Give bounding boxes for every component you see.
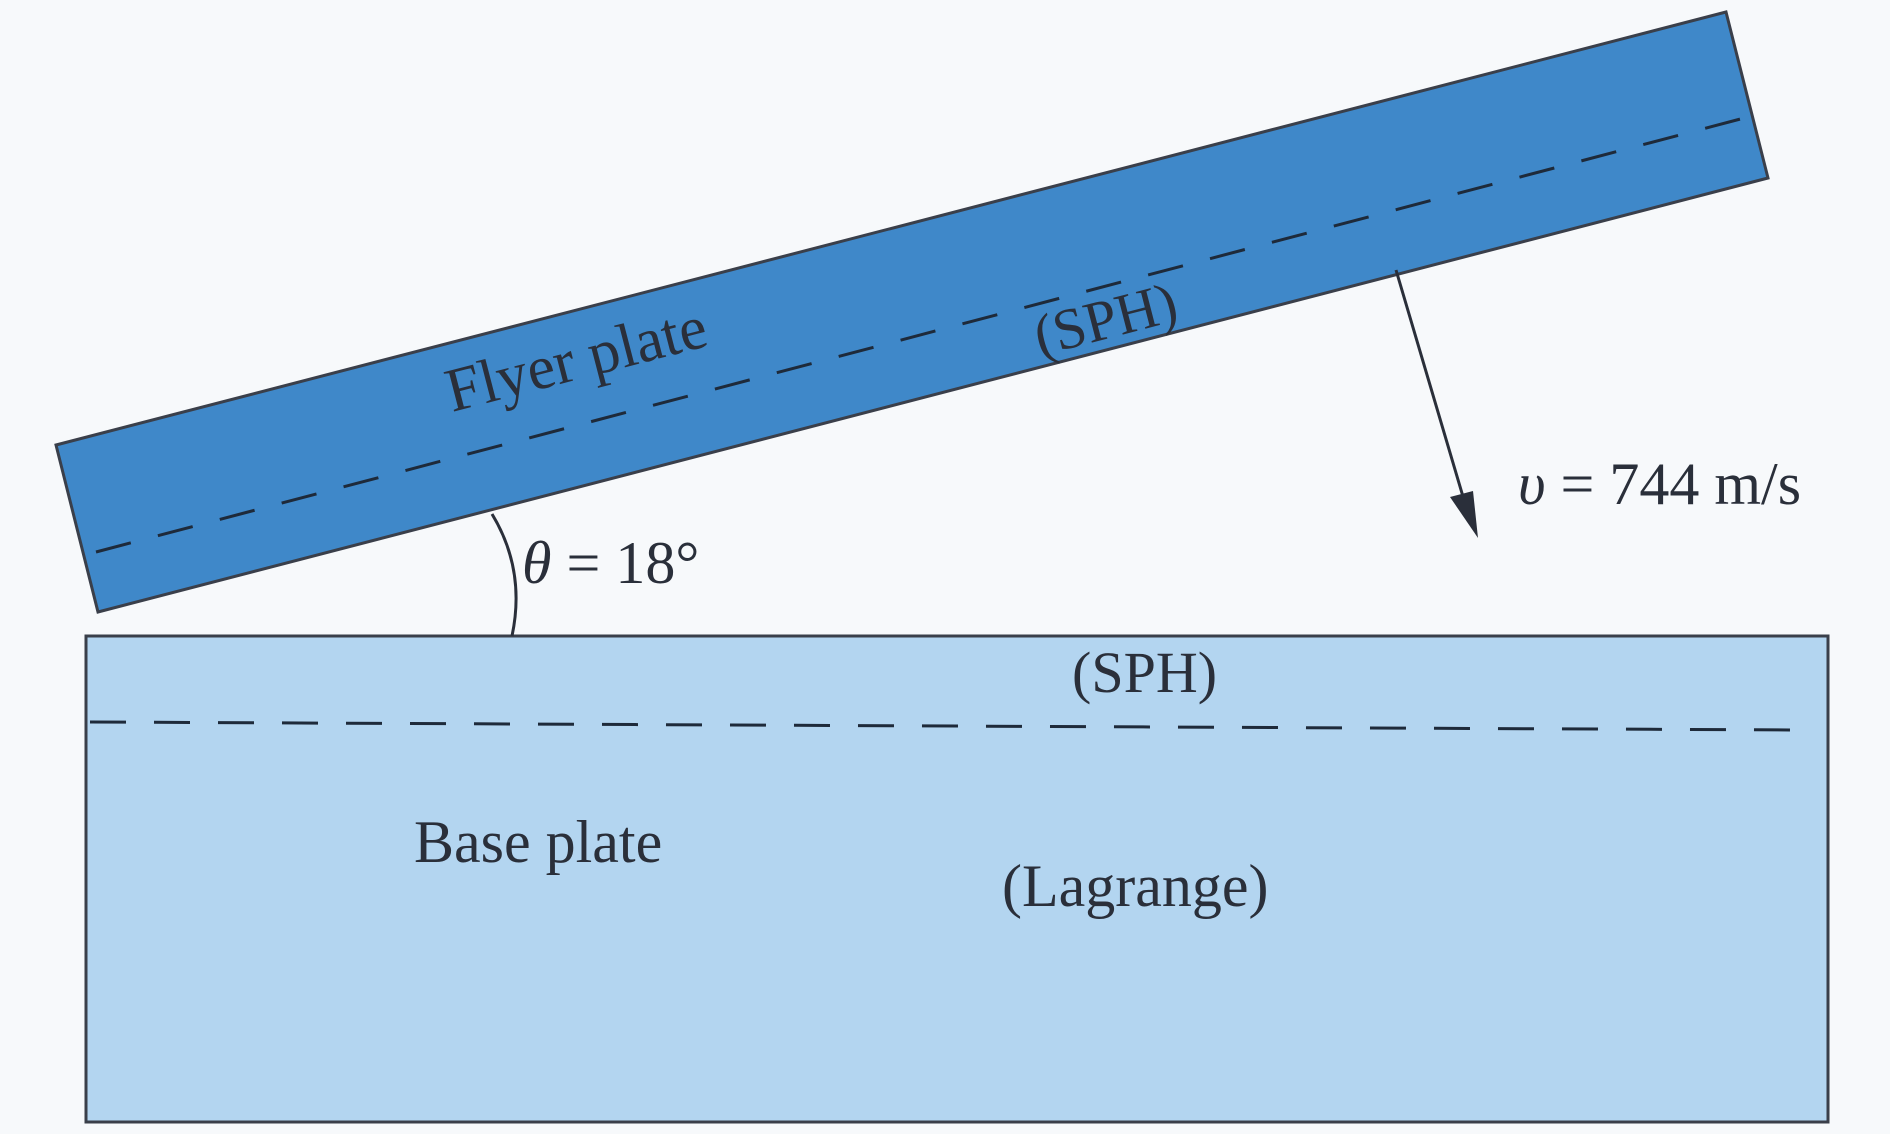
angle-symbol: θ (522, 530, 551, 596)
velocity-arrow-shaft (1394, 269, 1466, 501)
angle-label: θ = 18° (522, 530, 699, 596)
velocity-equals: = (1546, 451, 1610, 517)
flyer-plate-centerline (95, 115, 1749, 554)
angle-value: 18° (615, 530, 699, 596)
base-plate-label: Base plate (414, 809, 662, 875)
angle-arc (490, 513, 518, 637)
angle-equals: = (551, 530, 615, 596)
base-plate-lagrange-label: (Lagrange) (1002, 853, 1268, 919)
base-plate-sph-interface-line (89, 720, 1801, 732)
velocity-value: 744 m/s (1609, 451, 1801, 517)
velocity-label: υ = 744 m/s (1518, 451, 1801, 517)
velocity-symbol: υ (1518, 451, 1546, 517)
base-plate-sph-label: (SPH) (1072, 640, 1217, 705)
base-plate (84, 634, 1830, 1124)
flyer-plate (54, 10, 1770, 614)
velocity-arrow-head (1450, 491, 1478, 538)
